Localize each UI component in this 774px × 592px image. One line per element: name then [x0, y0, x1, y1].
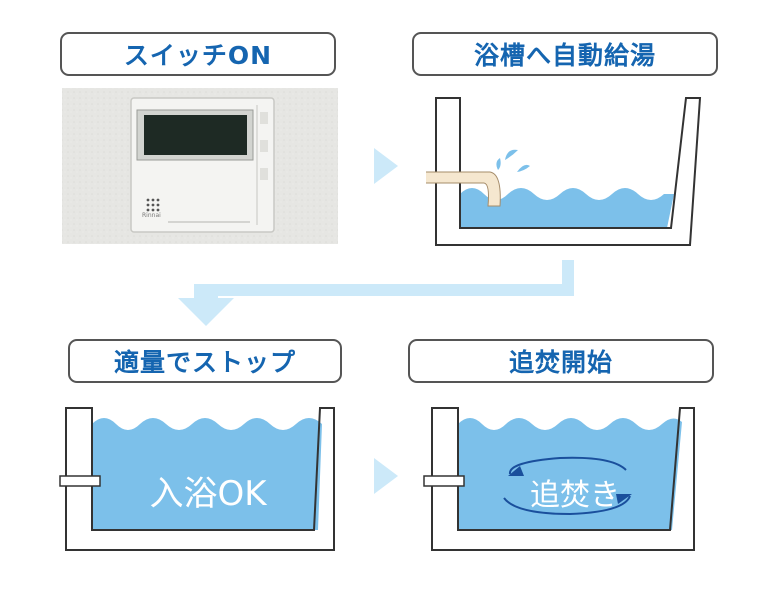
- pipe-stub: [59, 475, 101, 487]
- splash-drop-icon: [505, 149, 518, 160]
- arrow-right-icon: [374, 458, 398, 494]
- arrow-down-left-icon: [178, 260, 574, 326]
- step-label-switch-on: スイッチON: [60, 32, 336, 76]
- tub-full: [59, 407, 335, 551]
- tub-filling: [426, 97, 702, 246]
- pipe-stub: [423, 475, 465, 487]
- arrow-right-icon: [374, 148, 398, 184]
- reheat-text: 追焚き: [530, 478, 620, 513]
- speaker-grille: [146, 198, 160, 212]
- step-label-stop: 適量でストップ: [68, 339, 342, 383]
- bath-ok-text: 入浴OK: [149, 474, 267, 514]
- remote-brand-logo: Rinnai: [142, 212, 161, 219]
- step-label-auto-fill: 浴槽へ自動給湯: [412, 32, 718, 76]
- remote-photo: [62, 88, 338, 244]
- remote-screen: [144, 115, 247, 155]
- step-label-reheat: 追焚開始: [408, 339, 714, 383]
- tub-reheat: [423, 407, 695, 551]
- circular-arrows-icon: [503, 456, 631, 516]
